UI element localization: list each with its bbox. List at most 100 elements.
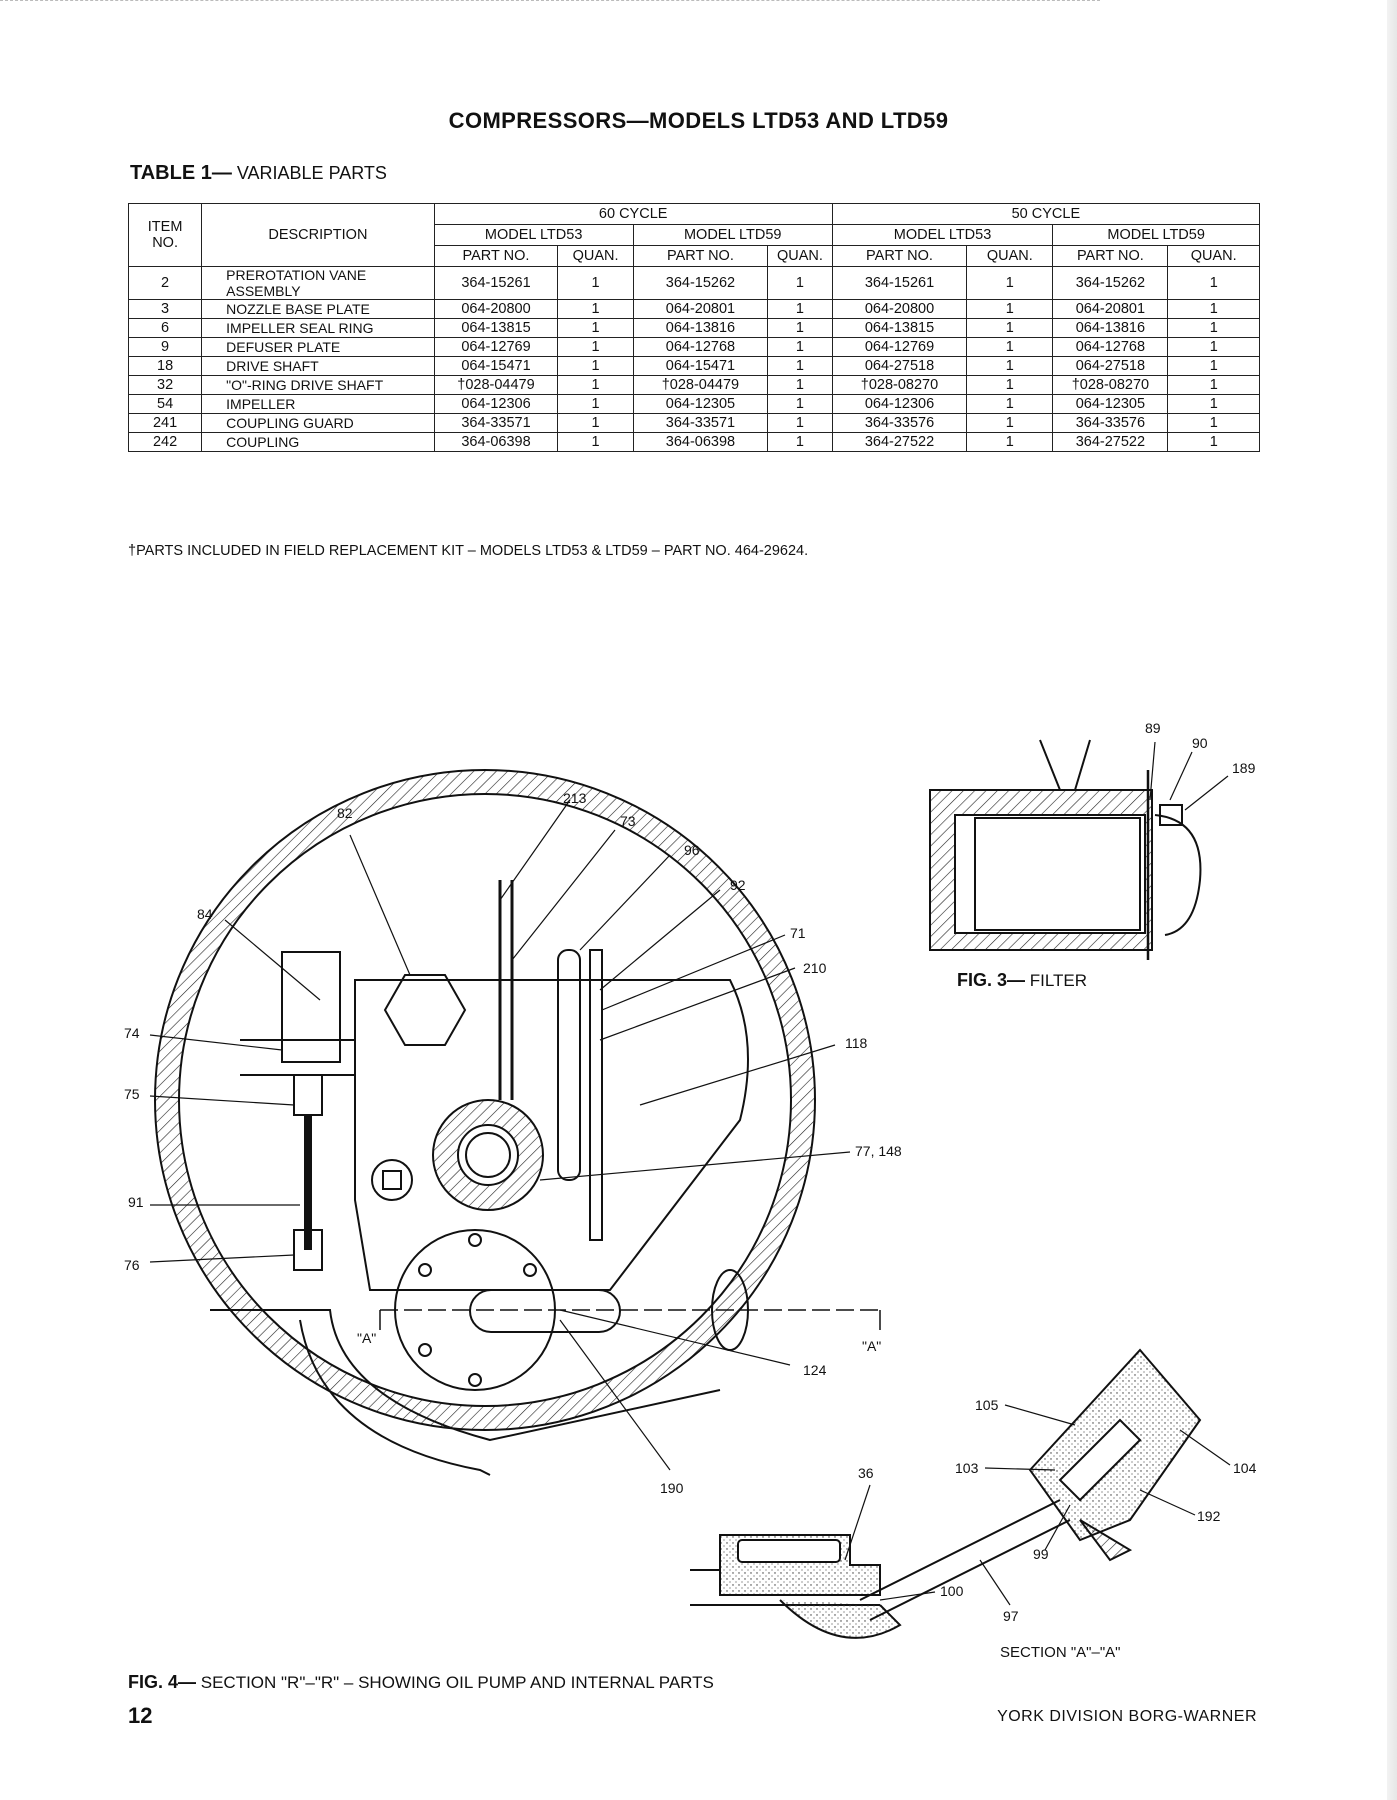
cell-item: 18 [127,356,203,376]
label-99: 99 [1033,1546,1049,1562]
section-elbow [779,1599,902,1639]
section-arrows [379,1310,881,1330]
filter-canister [281,951,341,1063]
filter-cap-90 [1154,814,1202,936]
label-100: 100 [940,1583,964,1599]
cell-p60a: 364-06398 [433,432,559,452]
cell-item: 32 [127,375,203,395]
filter-element [974,817,1141,931]
table-caption-number: TABLE 1— [130,162,232,184]
cell-p60b: 064-15471 [632,356,769,376]
cell-p50a: 364-27522 [831,432,968,452]
cell-q50b: 1 [1167,432,1260,452]
cell-desc: COUPLING [201,432,435,452]
page-number: 12 [128,1703,153,1728]
label-210: 210 [803,960,827,976]
fig4-number: FIG. 4— [128,1672,197,1692]
fig4-drawing [149,769,881,1476]
pump-shaft [469,1289,621,1333]
section-aa-caption: SECTION "A"–"A" [1000,1644,1121,1661]
fig3-number: FIG. 3— [957,970,1026,990]
label-a-left: "A" [357,1330,377,1346]
cell-q50b: 1 [1167,266,1260,300]
header-50-cycle: 50 CYCLE [831,203,1261,225]
header-50-ltd59: MODEL LTD59 [1052,224,1260,246]
label-89: 89 [1145,720,1161,736]
filter-inlet [1039,739,1091,791]
label-124: 124 [803,1362,827,1378]
cell-p60a: 064-12306 [433,394,559,414]
variable-parts-table: ITEM NO. DESCRIPTION 60 CYCLE 50 CYCLE M… [127,203,1261,452]
cell-p60a: 364-15261 [433,266,559,300]
fig4-text: SECTION "R"–"R" – SHOWING OIL PUMP AND I… [196,1673,714,1692]
section-bore [1058,1418,1142,1502]
label-192: 192 [1197,1508,1221,1524]
filter-cavity [954,814,1146,934]
cell-p50b: 064-12305 [1052,394,1169,414]
label-97: 97 [1003,1608,1019,1624]
label-91: 91 [128,1194,144,1210]
label-104: 104 [1233,1460,1257,1476]
drive-shaft-inner [465,1132,511,1178]
page-title: COMPRESSORS—MODELS LTD53 AND LTD59 [448,108,949,133]
label-76: 76 [124,1257,140,1273]
cell-p50a: 364-15261 [831,266,968,300]
label-103: 103 [955,1460,979,1476]
label-36: 36 [858,1465,874,1481]
cell-p50a: †028-08270 [831,375,968,395]
label-190: 190 [660,1480,684,1496]
cell-q60a: 1 [557,375,634,395]
cell-desc: IMPELLER SEAL RING [201,318,435,338]
label-74: 74 [124,1025,140,1041]
pickup-tube-97 [859,1499,1071,1621]
cell-p50b: 364-33576 [1052,413,1169,433]
cell-q50a: 1 [966,266,1054,300]
plug-77 [371,1159,413,1201]
label-105: 105 [975,1397,999,1413]
header-part-no: PART NO. [831,245,968,267]
label-118: 118 [845,1035,868,1051]
section-pad-36 [737,1539,841,1563]
label-84: 84 [197,906,213,922]
cell-item: 3 [127,299,203,319]
cell-p50b: 364-27522 [1052,432,1169,452]
cell-p50a: 064-27518 [831,356,968,376]
oil-tube-92 [557,949,581,1181]
fig3-drawing [929,739,1229,960]
cell-desc: DEFUSER PLATE [201,337,435,357]
cell-p60b: 364-06398 [632,432,769,452]
pump-bolt [523,1263,537,1277]
filter-fitting-189 [1159,804,1183,826]
cell-desc: PREROTATION VANE ASSEMBLY [201,266,435,300]
bearing-housing [354,979,749,1291]
leader-lines [149,799,851,1471]
cell-p60b: 064-20801 [632,299,769,319]
cell-p50b: 064-20801 [1052,299,1169,319]
label-189: 189 [1232,760,1256,776]
page-right-edge [1387,0,1397,1800]
label-71: 71 [790,925,806,941]
pump-bolt [418,1263,432,1277]
cell-p60b: †028-04479 [632,375,769,395]
pump-bolt [468,1233,482,1247]
table-footnote: †PARTS INCLUDED IN FIELD REPLACEMENT KIT… [128,543,809,559]
section-seal-192 [1079,1519,1133,1562]
cell-p50b: 064-12768 [1052,337,1169,357]
footer-publisher: YORK DIVISION BORG-WARNER [997,1708,1257,1725]
page-top-edge [0,0,1100,5]
label-90: 90 [1192,735,1208,751]
cell-desc: NOZZLE BASE PLATE [201,299,435,319]
label-73: 73 [620,813,636,829]
cell-p50b: 364-15262 [1052,266,1169,300]
cell-q60a: 1 [557,432,634,452]
label-96: 96 [684,842,700,858]
